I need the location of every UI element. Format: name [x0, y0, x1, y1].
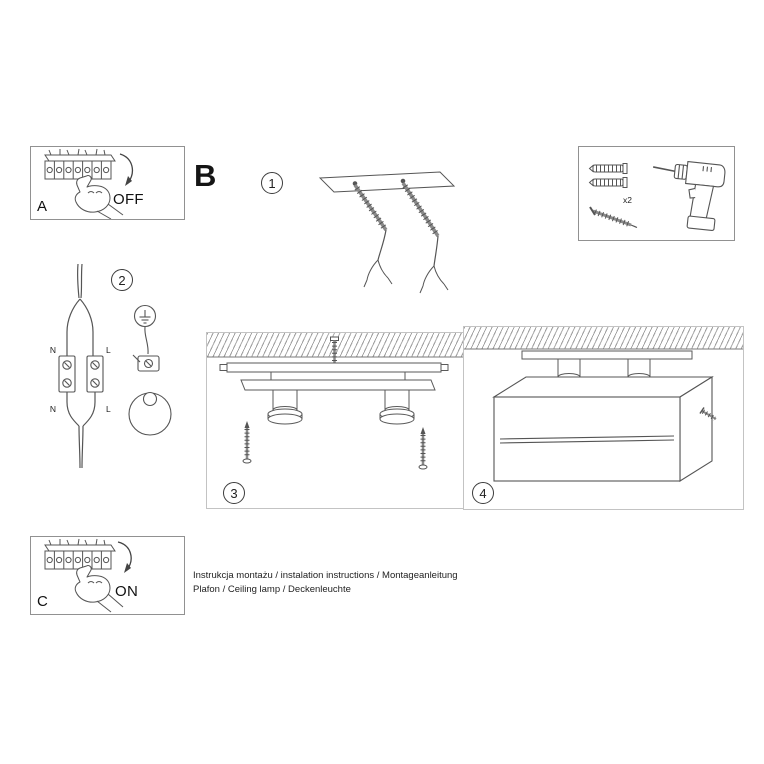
wire-label-n-bottom: N: [50, 404, 56, 414]
lamp-box-illustration: [464, 348, 743, 482]
footer: Instrukcja montażu / instalation instruc…: [193, 569, 458, 597]
screw-icon: [242, 421, 252, 464]
switch-off-illustration: [44, 148, 134, 219]
terminal-strip-icon: [44, 538, 116, 570]
mounting-bar: [521, 350, 693, 360]
panel-c-label: C: [37, 593, 48, 610]
arrow-down-icon: [117, 541, 132, 573]
mounting-plate-illustration: [318, 171, 456, 294]
on-label: ON: [115, 583, 139, 600]
footer-line-1: Instrukcja montażu / instalation instruc…: [193, 570, 458, 581]
switch-on-illustration: [44, 538, 132, 613]
wall-plug-icon: [588, 163, 628, 174]
panel-step-4: 4: [463, 326, 744, 510]
terminal-strip-icon: [44, 148, 116, 180]
lamp-holder-icon: [379, 390, 415, 425]
panel-step-3: 3: [206, 332, 464, 509]
hardware-box: x2: [578, 146, 735, 241]
hand-icon: [74, 565, 124, 613]
wire-label-l-top: L: [106, 345, 111, 355]
panel-a-label: A: [37, 198, 48, 215]
wall-plug-icon: [588, 177, 628, 188]
wiring-diagram: N L N L: [50, 263, 172, 469]
ceiling-hatch: [464, 327, 743, 349]
panel-a: OFF A: [30, 146, 185, 220]
off-label: OFF: [113, 191, 144, 208]
canopy-illustration: [207, 336, 463, 470]
step-2-badge: 2: [111, 269, 133, 291]
step-4-badge: 4: [472, 482, 494, 504]
mounting-bar: [219, 362, 449, 391]
terminal-block-icon: [58, 355, 104, 393]
ceiling-rose-icon: [128, 326, 172, 436]
footer-line-2: Plafon / Ceiling lamp / Deckenleuchte: [193, 584, 351, 595]
plug-count-label: x2: [623, 195, 632, 205]
step-3-badge: 3: [223, 482, 245, 504]
step-1-badge: 1: [261, 172, 283, 194]
section-b-label: B: [194, 158, 217, 193]
earth-symbol-icon: [133, 304, 157, 328]
arrow-down-icon: [119, 153, 134, 186]
screw-icon: [418, 427, 428, 470]
ceiling-screw-icon: [330, 336, 339, 363]
drill-icon: [652, 160, 726, 232]
hardware-illustration: x2: [588, 160, 726, 232]
wire-label-n-top: N: [50, 345, 56, 355]
hand-icon: [74, 175, 124, 219]
lamp-holder-icon: [267, 390, 303, 425]
screw-icon: [589, 206, 638, 229]
wire-label-l-bottom: L: [106, 404, 111, 414]
panel-c: ON C: [30, 536, 185, 615]
screw-icon: [699, 407, 717, 421]
supply-cable: [66, 263, 96, 469]
lamp-body: [492, 376, 714, 482]
